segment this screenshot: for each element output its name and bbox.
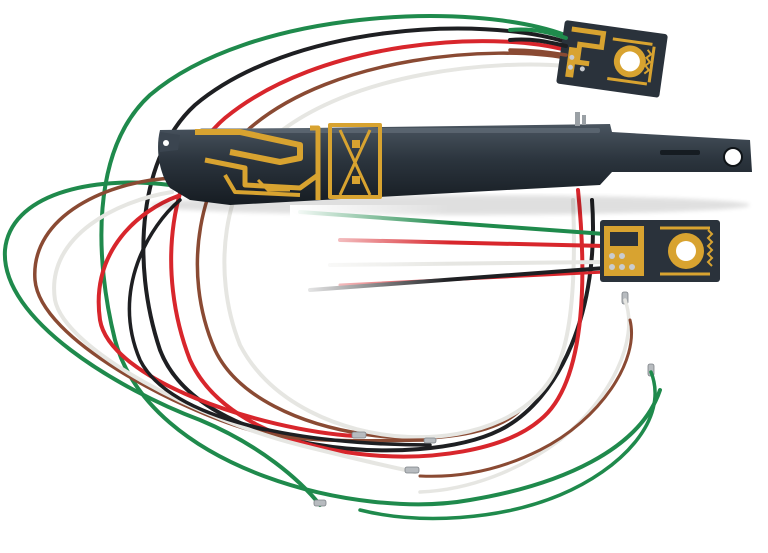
terminal-2 bbox=[423, 437, 437, 444]
mounting-hole bbox=[723, 147, 743, 167]
white-wire-left bbox=[52, 190, 417, 474]
left-wire-fan bbox=[2, 176, 432, 507]
red-wire-loop bbox=[169, 39, 585, 459]
slot-1 bbox=[660, 150, 700, 155]
lead-fade-mask bbox=[290, 205, 450, 300]
upper-sensor-chip bbox=[556, 20, 668, 98]
white-wire-loop bbox=[222, 62, 576, 440]
black-wire-left bbox=[127, 198, 432, 447]
green-wire-left bbox=[2, 180, 322, 507]
wire-loop-group bbox=[99, 14, 662, 507]
gold-circuit-traces bbox=[195, 123, 382, 200]
green-wire-loop bbox=[99, 14, 662, 507]
terminal-3 bbox=[404, 466, 420, 474]
terminal-1 bbox=[351, 431, 367, 439]
upper-chip-board bbox=[556, 20, 668, 98]
black-wire-loop bbox=[141, 26, 595, 453]
lower-sensor-chip bbox=[600, 220, 720, 282]
terminal-4 bbox=[313, 499, 327, 507]
body-top-highlight bbox=[200, 128, 600, 133]
red-wire-left bbox=[96, 194, 357, 438]
wire-terminals bbox=[313, 291, 655, 507]
